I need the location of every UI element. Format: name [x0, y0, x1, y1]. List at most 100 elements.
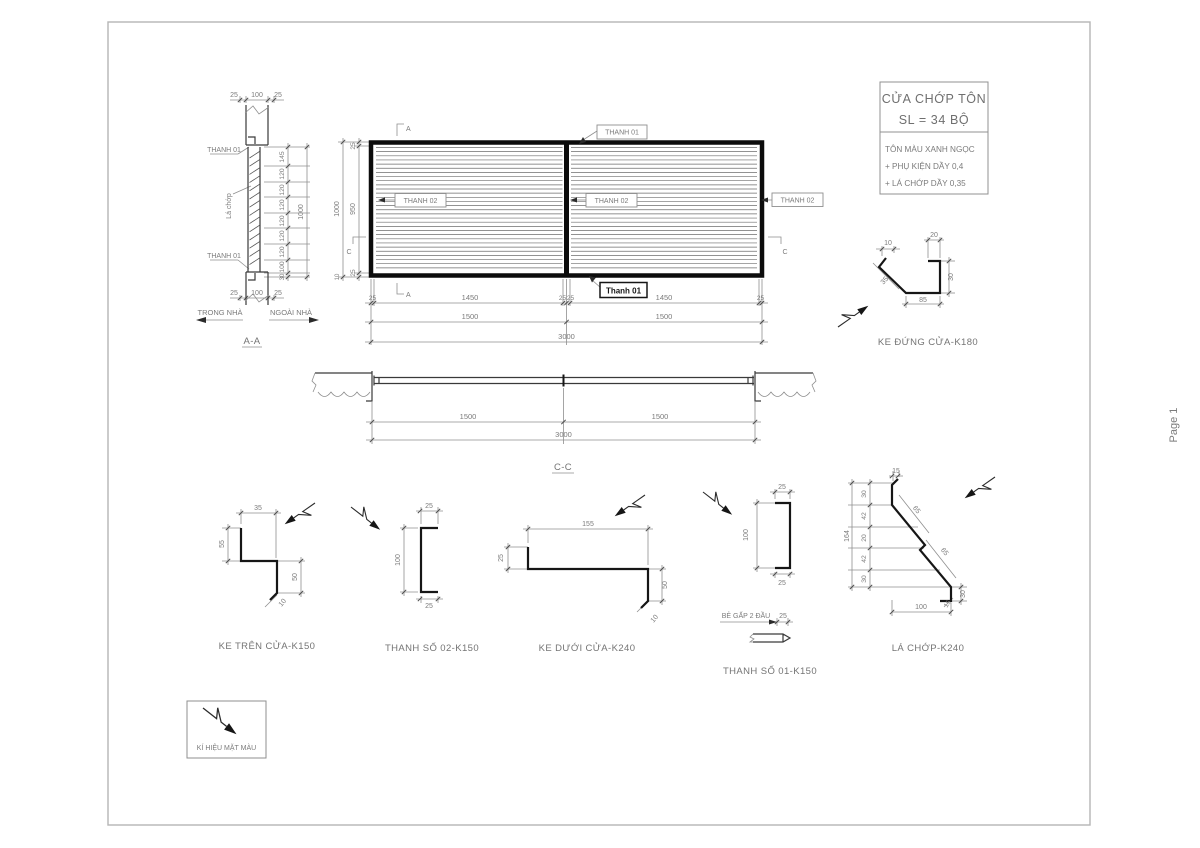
dim-line	[925, 539, 957, 579]
dim-tick	[298, 558, 304, 564]
dim-tick	[304, 274, 310, 280]
dim-tick	[958, 598, 964, 604]
la-chop-chain-dim: 42	[861, 555, 868, 563]
dim-tick	[371, 300, 377, 306]
elev-thanh02-left-label: THANH 02	[404, 198, 438, 205]
elev-dim: 950	[350, 203, 357, 215]
dim-tick	[867, 584, 873, 590]
leader-arrow-icon	[378, 197, 385, 203]
dim-tick	[867, 480, 873, 486]
la-chop-dim: 100	[915, 604, 927, 611]
dim-tick	[237, 97, 243, 103]
dim-tick	[937, 301, 943, 307]
thanh01-dim: 100	[743, 529, 750, 541]
dim-tick	[237, 295, 243, 301]
note-louver: + LÁ CHỚP DẦY 0,35	[885, 178, 966, 188]
notes-box	[879, 131, 989, 195]
aa-chain-dim: 120	[279, 246, 286, 258]
dim-tick	[889, 473, 895, 479]
dim-tick	[285, 179, 291, 185]
section-marker-c: C	[346, 249, 351, 256]
hatch-line	[249, 216, 260, 224]
ke-duoi-dim: 155	[582, 521, 594, 528]
ke-tren-title: KE TRÊN CỬA-K150	[219, 640, 316, 652]
thanh02-dim: 25	[425, 503, 433, 510]
thanh02-mid-label-box	[585, 193, 638, 208]
cc-dim: 1500	[460, 412, 477, 421]
aa-bottom-jamb	[245, 271, 269, 305]
dim-tick	[754, 565, 760, 571]
aa-total-dim: 1000	[298, 204, 305, 220]
ke-tren-dim: 35	[254, 505, 262, 512]
leader-arrow-icon	[570, 197, 577, 203]
dim-tick	[285, 270, 291, 276]
marker-a-bottom-bracket	[396, 283, 404, 295]
dim-tick	[356, 270, 362, 276]
dim-tick	[417, 508, 423, 514]
dim-tick	[889, 609, 895, 615]
ke-tren-profile	[239, 528, 279, 601]
dim-tick	[304, 144, 310, 150]
thanh02-dim: 25	[425, 603, 433, 610]
la-chop-chain-dim: 42	[861, 512, 868, 520]
la-chop-profile	[890, 478, 953, 603]
hatch-line	[249, 175, 260, 183]
ke-tren-dim: 55	[219, 540, 226, 548]
section-hatch	[249, 151, 260, 265]
legend-box	[186, 700, 267, 759]
ke-duoi-title: KE DƯỚI CỬA-K240	[539, 642, 636, 654]
aa-thanh01-top-label: THANH 01	[207, 147, 241, 154]
dim-tick	[946, 258, 952, 264]
aa-dim: 25	[274, 290, 282, 297]
dim-line	[898, 494, 930, 534]
ke-dung-dim: 35	[880, 276, 891, 287]
aa-chain-dim: 120	[279, 215, 286, 227]
dim-tick	[867, 502, 873, 508]
ke-dung-dim: 10	[884, 240, 892, 247]
elev-extra-dim: 10	[335, 273, 341, 280]
dim-line	[872, 262, 900, 290]
dim-tick	[958, 584, 964, 590]
ke-dung-dim: 20	[930, 232, 938, 239]
dim-tick	[369, 437, 375, 443]
dim-tick	[368, 300, 374, 306]
dim-tick	[867, 567, 873, 573]
dim-tick	[285, 194, 291, 200]
dim-tick	[759, 319, 765, 325]
dim-tick	[285, 163, 291, 169]
leader-arrow-icon	[589, 276, 596, 283]
ke-duoi-dim: 10	[650, 614, 660, 625]
thanh02-title: THANH SỐ 02-K150	[385, 642, 479, 654]
ke-dung-profile	[877, 257, 942, 295]
elev-dim: 25	[350, 142, 357, 150]
thanh-so-01-profile	[775, 501, 792, 570]
dim-line	[237, 146, 250, 155]
cc-left-scallop	[317, 391, 371, 397]
cc-left-break	[311, 372, 317, 393]
fold-dim-arrow-icon	[769, 619, 777, 625]
ke-tren-dim: 50	[292, 573, 299, 581]
thanh01-title: THANH SỐ 01-K150	[723, 665, 817, 677]
louver-lines	[376, 147, 757, 269]
dim-tick	[285, 225, 291, 231]
dim-tick	[271, 97, 277, 103]
dim-line	[582, 130, 598, 141]
dim-tick	[285, 274, 291, 280]
dim-tick	[659, 598, 665, 604]
ke-duoi-profile	[526, 547, 650, 609]
cc-dim: 1500	[652, 412, 669, 421]
elev-dim: 3000	[558, 332, 575, 341]
ke-dung-dim: 30	[948, 273, 955, 281]
aa-chain-dim: 120	[279, 199, 286, 211]
marker-c-right-bracket	[768, 236, 782, 244]
dim-tick	[560, 300, 566, 306]
section-marker-c: C	[782, 249, 787, 256]
dim-tick	[891, 246, 897, 252]
dim-tick	[225, 525, 231, 531]
inside-arrow-icon	[196, 317, 206, 323]
outside-arrow-icon	[309, 317, 319, 323]
dim-tick	[754, 500, 760, 506]
hatch-line	[249, 167, 260, 175]
leader-arrow-icon	[579, 137, 586, 144]
aa-dim: 25	[230, 290, 238, 297]
